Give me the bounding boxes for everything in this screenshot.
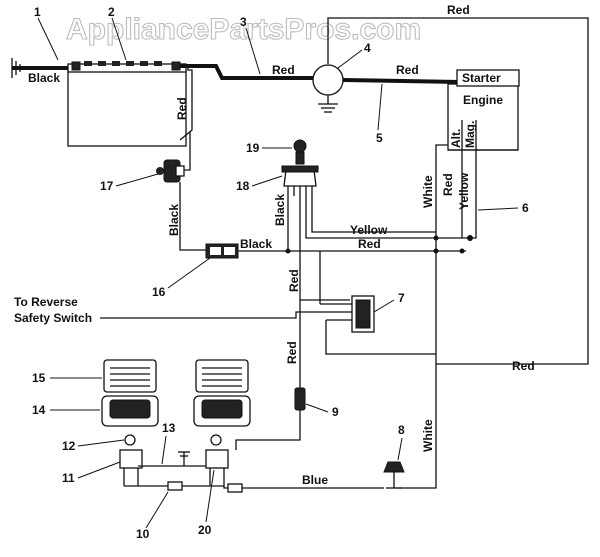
- engine-block: [447, 69, 520, 151]
- headlight-housing-right: [193, 395, 251, 427]
- red-wire-down: [299, 196, 350, 301]
- label-red-lower: Red: [512, 359, 535, 373]
- ignition-switch: [281, 165, 319, 196]
- label-red-to-9: Red: [285, 341, 299, 364]
- bulb-left: [124, 434, 136, 446]
- socket-right: [205, 449, 229, 486]
- callout-5: 5: [376, 131, 383, 145]
- alt-label: Alt.: [449, 129, 463, 148]
- callout-8: 8: [398, 423, 405, 437]
- callout-14: 14: [32, 403, 46, 417]
- ground-8: [383, 461, 405, 489]
- label-red-vertical: Red: [441, 173, 455, 196]
- label-white-vertical: White: [421, 175, 435, 208]
- reverse-switch-label-2: Safety Switch: [14, 311, 92, 325]
- label-black-18: Black: [273, 194, 287, 226]
- label-red-5: Red: [396, 63, 419, 77]
- white-wire-lower: [398, 364, 437, 489]
- battery: [67, 61, 187, 147]
- callout-13: 13: [162, 421, 176, 435]
- mag-label: Mag.: [463, 121, 477, 148]
- red-cable-5: [342, 78, 461, 84]
- callout-4: 4: [364, 41, 371, 55]
- callout-6: 6: [522, 201, 529, 215]
- red-cable-3: [180, 64, 313, 80]
- callout-20: 20: [198, 523, 212, 537]
- label-black-17: Black: [167, 204, 181, 236]
- blue-wire: [223, 486, 384, 489]
- label-red-riser: Red: [175, 97, 189, 120]
- black-wire-17: [179, 182, 206, 251]
- callout-12: 12: [62, 439, 76, 453]
- fuse-9: [294, 372, 306, 424]
- label-red-mid: Red: [358, 237, 381, 251]
- label-red-down: Red: [287, 269, 301, 292]
- callout-15: 15: [32, 371, 46, 385]
- connector-16: [205, 243, 239, 259]
- callout-10: 10: [136, 527, 150, 541]
- ground-13: [178, 451, 190, 466]
- headlight-lens-left: [103, 359, 157, 393]
- label-red-3: Red: [272, 63, 295, 77]
- callout-9: 9: [332, 405, 339, 419]
- callout-2: 2: [108, 5, 115, 19]
- callout-18: 18: [236, 179, 250, 193]
- label-red-top: Red: [447, 3, 470, 17]
- callout-17: 17: [100, 179, 114, 193]
- label-white-lower: White: [421, 419, 435, 452]
- headlight-housing-left: [101, 395, 159, 427]
- callout-1: 1: [34, 5, 41, 19]
- red-battery-riser: [187, 67, 193, 120]
- callout-19: 19: [246, 141, 260, 155]
- callout-16: 16: [152, 285, 166, 299]
- yellow-wire-mid: [305, 196, 470, 239]
- label-black-battery: Black: [28, 71, 60, 85]
- callout-3: 3: [240, 15, 247, 29]
- label-yellow-mid: Yellow: [350, 223, 388, 237]
- ignition-key: [293, 139, 307, 165]
- red-wire-top-loop: [327, 17, 589, 365]
- reverse-safety-wire: [100, 311, 348, 319]
- socket-left: [119, 449, 143, 486]
- starter-label: Starter: [462, 71, 501, 85]
- solenoid: [312, 64, 344, 113]
- wire-fuse-to-lights: [235, 424, 301, 450]
- connector-blue: [227, 483, 243, 493]
- headlight-lens-right: [195, 359, 249, 393]
- reverse-switch-label-1: To Reverse: [14, 295, 78, 309]
- label-black-16: Black: [240, 237, 272, 251]
- bulb-right: [210, 434, 222, 446]
- switch-7: [348, 295, 375, 333]
- callout-11: 11: [62, 471, 75, 485]
- connector-10: [167, 481, 183, 491]
- wire-17-top: [184, 132, 191, 171]
- label-yellow-vertical: Yellow: [457, 172, 471, 210]
- red-to-fuse: [179, 120, 193, 141]
- circuit-breaker: [156, 159, 185, 183]
- engine-label: Engine: [463, 93, 503, 107]
- callout-7: 7: [398, 291, 405, 305]
- white-wire-vertical: [435, 144, 448, 364]
- switch-wire-3: [311, 196, 436, 233]
- label-blue: Blue: [302, 473, 328, 487]
- switch-7-return: [325, 319, 436, 355]
